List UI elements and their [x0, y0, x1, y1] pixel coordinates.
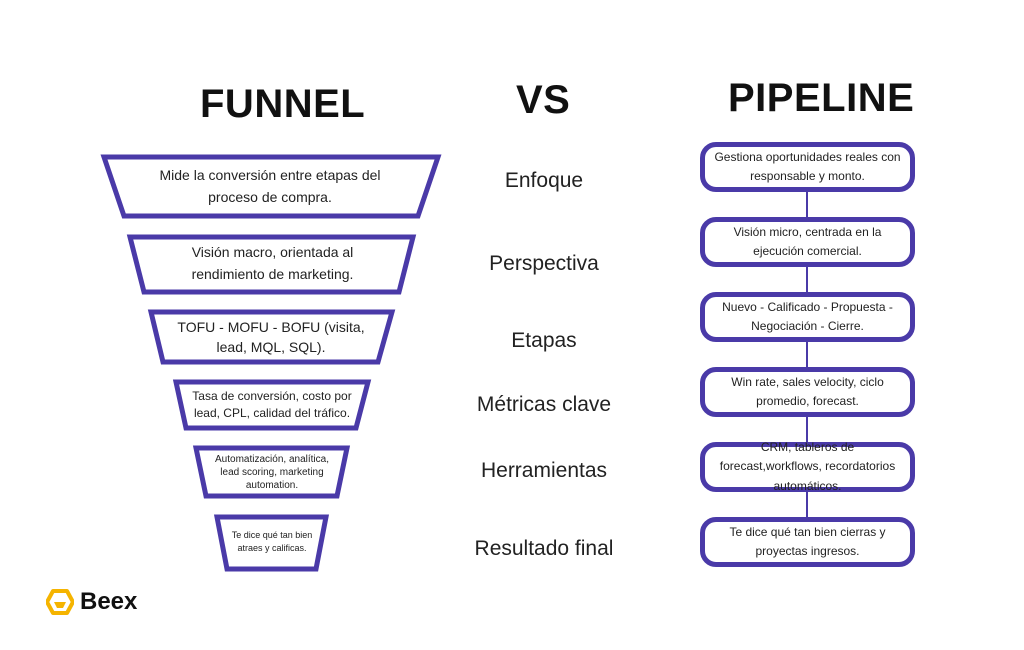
pipeline-box-enfoque: Gestiona oportunidades reales con respon… — [700, 142, 915, 192]
label-resultado-final: Resultado final — [474, 537, 614, 560]
hexagon-logo-icon — [46, 589, 74, 615]
funnel-stage-6 — [213, 514, 330, 572]
funnel-text-herramientas: Automatización, analítica, lead scoring,… — [215, 453, 329, 491]
funnel-stage-1 — [100, 154, 442, 219]
funnel-stage-2 — [126, 234, 417, 295]
funnel-stage-5 — [192, 445, 351, 499]
pipeline-connector-2 — [806, 265, 808, 293]
funnel-text-resultado: Te dice qué tan bien atraes y calificas. — [231, 530, 313, 553]
pipeline-box-metricas: Win rate, sales velocity, ciclo promedio… — [700, 367, 915, 417]
label-perspectiva: Perspectiva — [489, 252, 599, 275]
label-herramientas: Herramientas — [480, 459, 608, 482]
funnel-heading: FUNNEL — [200, 82, 366, 126]
funnel-text-enfoque: Mide la conversión entre etapas del proc… — [159, 167, 381, 205]
funnel-text-etapas: TOFU - MOFU - BOFU (visita, lead, MQL, S… — [177, 318, 365, 355]
pipeline-box-perspectiva: Visión micro, centrada en la ejecución c… — [700, 217, 915, 267]
pipeline-connector-1 — [806, 190, 808, 218]
pipeline-connector-4 — [806, 415, 808, 443]
pipeline-box-etapas: Nuevo - Calificado - Propuesta - Negocia… — [700, 292, 915, 342]
funnel-stage-4 — [172, 379, 372, 431]
pipeline-box-herramientas: CRM, tableros de forecast,workflows, rec… — [700, 440, 915, 493]
logo-text: Beex — [80, 588, 138, 615]
funnel-text-metricas: Tasa de conversión, costo por lead, CPL,… — [192, 389, 352, 420]
pipeline-connector-3 — [806, 340, 808, 368]
vs-heading: VS — [516, 78, 571, 122]
beex-logo: Beex — [46, 588, 137, 616]
pipeline-connector-5 — [806, 490, 808, 518]
pipeline-box-resultado: Te dice qué tan bien cierras y proyectas… — [700, 517, 915, 567]
label-metricas-clave: Métricas clave — [476, 393, 612, 416]
label-etapas: Etapas — [511, 329, 577, 352]
pipeline-heading: PIPELINE — [728, 76, 915, 120]
funnel-text-perspectiva: Visión macro, orientada al rendimiento d… — [191, 244, 354, 282]
funnel-stage-3 — [147, 309, 396, 365]
label-enfoque: Enfoque — [504, 169, 584, 192]
